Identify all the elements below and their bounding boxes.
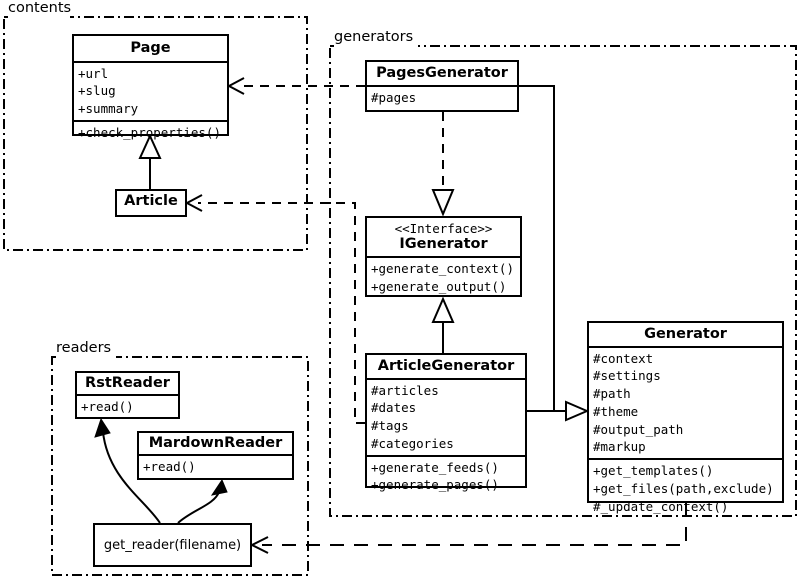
class-name-article-generator: ArticleGenerator	[377, 358, 515, 374]
connector-articlegenerator-implements-igenerator	[431, 296, 455, 353]
package-label-contents: contents	[8, 0, 72, 16]
attribute-item: +url	[78, 65, 109, 81]
operation-item: +read()	[81, 398, 134, 414]
attribute-item: #articles	[371, 382, 439, 398]
class-box-pages-generator[interactable]: PagesGenerator #pages	[365, 60, 519, 112]
class-header-page: Page	[74, 36, 227, 61]
class-box-igenerator[interactable]: <<Interface>> IGenerator +generate_conte…	[365, 216, 522, 297]
connector-articlegenerator-depends-on-article	[184, 194, 365, 424]
class-attributes-page: +url +slug +summary	[74, 60, 227, 120]
class-header-mardown-reader: MardownReader	[139, 433, 292, 454]
operation-item: +generate_pages()	[371, 477, 499, 493]
function-label-get-reader: get_reader(filename)	[103, 537, 242, 553]
attribute-item: +summary	[78, 101, 139, 117]
attribute-item: #pages	[371, 89, 417, 105]
class-name-page: Page	[130, 40, 171, 56]
operation-item: +read()	[143, 458, 196, 474]
attribute-item: #settings	[593, 368, 661, 384]
operation-item: +generate_output()	[371, 278, 507, 294]
class-box-mardown-reader[interactable]: MardownReader +read()	[137, 431, 294, 480]
class-box-article-generator[interactable]: ArticleGenerator #articles #dates #tags …	[365, 353, 527, 492]
class-operations-rst-reader: +read()	[77, 393, 178, 418]
attribute-item: #categories	[371, 435, 454, 451]
class-operations-article-generator: +generate_feeds() +generate_pages()	[367, 454, 525, 497]
attribute-item: #theme	[593, 403, 639, 419]
connector-pagesgenerator-implements-igenerator	[431, 112, 455, 217]
class-box-page[interactable]: Page +url +slug +summary +check_properti…	[72, 34, 229, 140]
class-name-igenerator: IGenerator	[399, 236, 488, 253]
package-boundary-contents	[3, 16, 308, 251]
operation-item: +get_files(path,exclude)	[593, 480, 774, 496]
attribute-item: #output_path	[593, 421, 684, 437]
class-header-article-generator: ArticleGenerator	[367, 355, 525, 378]
class-operations-page: +check_properties()	[74, 119, 227, 144]
class-attributes-generator: #context #settings #path #theme #output_…	[589, 345, 782, 459]
class-header-pages-generator: PagesGenerator	[367, 62, 517, 85]
class-header-generator: Generator	[589, 323, 782, 346]
connector-article-inherits-page	[138, 133, 162, 189]
operation-item: +generate_feeds()	[371, 459, 499, 475]
attribute-item: #path	[593, 386, 631, 402]
package-boundary-readers	[51, 356, 309, 576]
operation-item: +generate_context()	[371, 261, 514, 277]
class-stereotype-igenerator: <<Interface>>	[394, 221, 493, 236]
class-name-pages-generator: PagesGenerator	[376, 65, 508, 81]
attribute-item: #markup	[593, 439, 646, 455]
class-name-rst-reader: RstReader	[85, 375, 170, 391]
class-attributes-pages-generator: #pages	[367, 84, 517, 109]
class-header-igenerator: <<Interface>> IGenerator	[367, 218, 520, 256]
class-operations-mardown-reader: +read()	[139, 453, 292, 478]
class-box-article[interactable]: Article	[115, 189, 187, 217]
operation-item: #_update_context()	[593, 498, 729, 514]
class-box-generator[interactable]: Generator #context #settings #path #them…	[587, 321, 784, 514]
connector-pagesgenerator-depends-on-page	[226, 77, 365, 95]
connector-get-reader-creates-rstreader	[94, 417, 161, 524]
class-name-generator: Generator	[644, 326, 727, 342]
package-label-readers: readers	[56, 340, 112, 356]
class-operations-generator: +get_templates() +get_files(path,exclude…	[589, 458, 782, 517]
operation-item: +get_templates()	[593, 463, 714, 479]
package-boundary-generators	[329, 45, 797, 517]
connector-get-reader-creates-mardownreader	[177, 478, 228, 524]
class-header-article: Article	[117, 191, 185, 212]
attribute-item: #context	[593, 350, 654, 366]
class-operations-igenerator: +generate_context() +generate_output()	[367, 256, 520, 298]
class-header-rst-reader: RstReader	[77, 373, 178, 394]
connector-pagesgenerator-aggregated-by-generator	[519, 85, 590, 422]
attribute-item: #tags	[371, 418, 409, 434]
class-box-rst-reader[interactable]: RstReader +read()	[75, 371, 180, 419]
attribute-item: +slug	[78, 83, 116, 99]
class-attributes-article-generator: #articles #dates #tags #categories	[367, 377, 525, 455]
class-name-article: Article	[124, 193, 178, 209]
operation-item: +check_properties()	[78, 124, 221, 140]
class-name-mardown-reader: MardownReader	[148, 435, 283, 451]
package-label-generators: generators	[334, 29, 414, 45]
connector-generator-depends-on-get-reader	[249, 503, 687, 554]
function-box-get-reader[interactable]: get_reader(filename)	[93, 523, 252, 567]
attribute-item: #dates	[371, 400, 417, 416]
